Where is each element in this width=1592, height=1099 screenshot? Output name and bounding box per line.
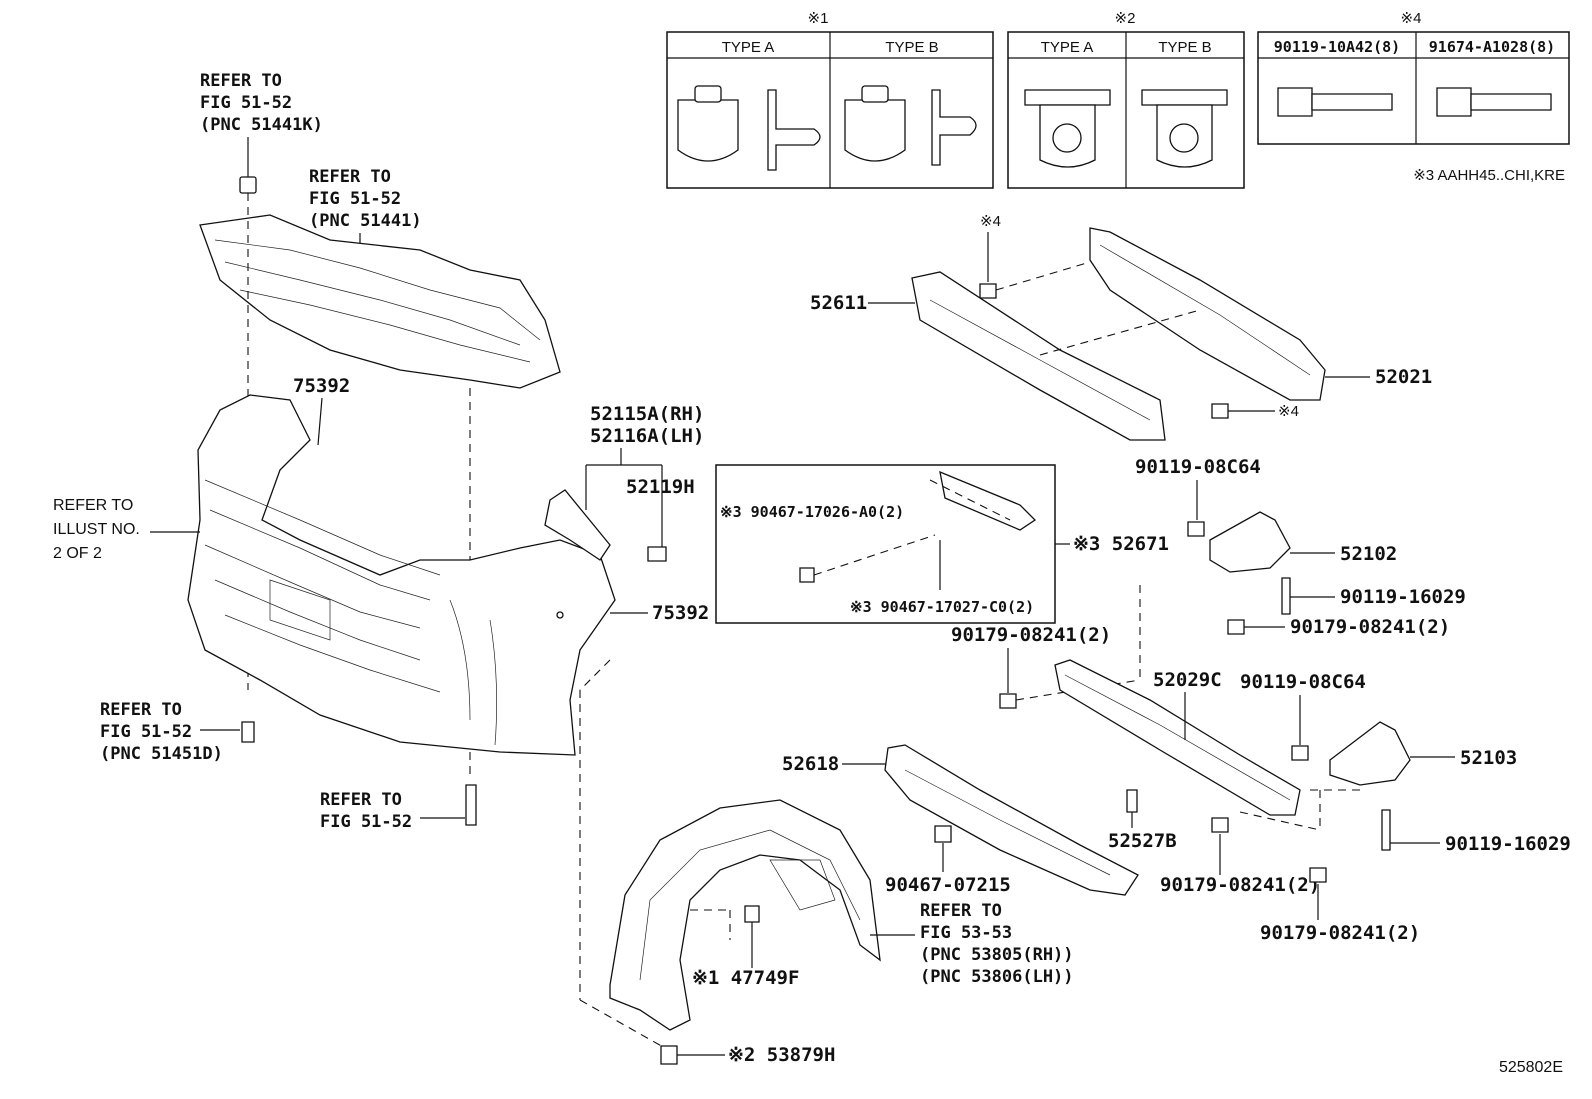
nut-90179-08241-b-icon	[999, 693, 1017, 709]
label-52671: ※3 52671	[1073, 533, 1169, 555]
label-52611: 52611	[810, 292, 867, 314]
legend-note1-mark: ※1	[808, 10, 829, 27]
ref-51441-l2: FIG 51-52	[309, 189, 401, 209]
nut-53879h-icon	[660, 1045, 678, 1065]
clip-type-a-drawing	[677, 99, 739, 162]
legend-note4-mark: ※4	[1401, 10, 1422, 27]
bolt-90119-08c64-a-icon	[1187, 521, 1205, 537]
label-90467-07215: 90467-07215	[885, 874, 1011, 896]
bolt-90119-08c64-b-icon	[1291, 745, 1309, 761]
label-90119-08c64-b: 90119-08C64	[1240, 671, 1366, 693]
nut-90179-08241-d-icon	[1309, 867, 1327, 883]
screw-90467-17026-icon	[799, 567, 815, 583]
ref-5152-l2: FIG 51-52	[320, 812, 412, 832]
legend-note1: ※1 TYPE A TYPE B	[666, 10, 994, 189]
ref-5353-l3: (PNC 53805(RH))	[920, 945, 1074, 965]
screw-51451d-icon	[241, 721, 255, 743]
ref-51441-l3: (PNC 51441)	[309, 211, 422, 231]
ref-51451d-l3: (PNC 51451D)	[100, 744, 223, 764]
legend-note2-type-a: TYPE A	[1041, 39, 1094, 56]
bolt-a-drawing	[1277, 87, 1313, 117]
ref-51451d-l1: REFER TO	[100, 700, 182, 720]
label-52527b: 52527B	[1108, 830, 1177, 852]
label-52115a: 52115A(RH)	[590, 403, 704, 425]
nut-type-a-drawing	[1024, 89, 1111, 106]
label-47749f: ※1 47749F	[692, 967, 799, 989]
legend-note4: ※4 90119-10A42(8) 91674-A1028(8) ※3 AAHH…	[1257, 10, 1570, 184]
legend-note1-type-a: TYPE A	[722, 39, 775, 56]
ref-51441: REFER TO FIG 51-52 (PNC 51441)	[309, 167, 422, 268]
legend-note4-bolt-b: 91674-A1028(8)	[1429, 38, 1555, 56]
ref-5353-l4: (PNC 53806(LH))	[920, 967, 1074, 987]
legend-note4-bolt-a: 90119-10A42(8)	[1274, 38, 1400, 56]
ref-illust-l1: REFER TO	[53, 497, 133, 514]
legend-note1-type-b: TYPE B	[885, 39, 938, 56]
bumper-lower-reinforcement-52029c	[1054, 659, 1301, 816]
clip-51441k-icon	[239, 176, 257, 194]
nut-90179-08241-a-icon	[1227, 619, 1245, 635]
ref-5152-l1: REFER TO	[320, 790, 402, 810]
ref-illust-l3: 2 OF 2	[53, 545, 102, 562]
label-90179-08241-d: 90179-08241(2)	[1260, 922, 1420, 944]
lower-absorber-52618	[884, 744, 1139, 896]
label-star4-top: ※4	[980, 213, 1001, 230]
label-75392-right: 75392	[652, 602, 709, 624]
label-90119-16029-b: 90119-16029	[1445, 833, 1571, 855]
bolt-90119-16029-a-icon	[1281, 577, 1291, 615]
label-90179-08241-c: 90179-08241(2)	[1160, 874, 1320, 896]
label-52618: 52618	[782, 753, 839, 775]
screw-52119h-icon	[647, 546, 667, 562]
clip-5152-icon	[465, 784, 477, 826]
bolt-star4-top-icon	[979, 283, 997, 299]
bracket-52103	[1329, 721, 1411, 786]
label-90119-16029-a: 90119-16029	[1340, 586, 1466, 608]
ref-5353-l2: FIG 53-53	[920, 923, 1012, 943]
bracket-52102	[1209, 511, 1291, 573]
label-52119h: 52119H	[626, 476, 695, 498]
clip-type-b-drawing	[844, 99, 906, 162]
energy-absorber-52611	[911, 271, 1166, 441]
legend-note2: ※2 TYPE A TYPE B	[1007, 10, 1245, 189]
label-52029c: 52029C	[1153, 669, 1222, 691]
legend-note2-type-b: TYPE B	[1158, 39, 1211, 56]
figure-id: 525802E	[1499, 1059, 1563, 1076]
bolt-90119-16029-b-icon	[1381, 809, 1391, 851]
clip-90467-07215-icon	[934, 825, 952, 843]
ref-51441k-l1: REFER TO	[200, 71, 282, 91]
ref-5353-l1: REFER TO	[920, 901, 1002, 921]
ref-51441k: REFER TO FIG 51-52 (PNC 51441K)	[200, 71, 323, 194]
label-star4-bottom: ※4	[1278, 403, 1299, 420]
clip-47749f-icon	[744, 905, 760, 923]
bumper-retainer-52671	[939, 470, 1037, 531]
nut-type-b-drawing	[1141, 89, 1228, 106]
label-90119-08c64-a: 90119-08C64	[1135, 456, 1261, 478]
label-90467-17026: ※3 90467-17026-A0(2)	[720, 503, 904, 521]
front-bumper-cover	[187, 394, 616, 756]
bolt-star4-bottom-icon	[1211, 403, 1229, 419]
label-75392-top: 75392	[293, 375, 350, 397]
clip-52527b-icon	[1126, 789, 1138, 813]
label-52103: 52103	[1460, 747, 1517, 769]
fender-liner	[609, 799, 881, 1031]
label-90179-08241-a: 90179-08241(2)	[1290, 616, 1450, 638]
nut-90179-08241-c-icon	[1211, 817, 1229, 833]
label-52116a: 52116A(LH)	[590, 425, 704, 447]
bolt-b-drawing	[1436, 87, 1472, 117]
bumper-side-bracket	[544, 489, 611, 561]
legend-note3: ※3 AAHH45..CHI,KRE	[1413, 167, 1565, 184]
ref-illust-l2: ILLUST NO.	[53, 521, 140, 538]
ref-51441k-l2: FIG 51-52	[200, 93, 292, 113]
engine-under-cover	[199, 214, 561, 389]
legend-note2-mark: ※2	[1115, 10, 1136, 27]
ref-51451d-l2: FIG 51-52	[100, 722, 192, 742]
label-52021: 52021	[1375, 366, 1432, 388]
label-90467-17027: ※3 90467-17027-C0(2)	[850, 598, 1034, 616]
label-90179-08241-b: 90179-08241(2)	[951, 624, 1111, 646]
ref-51441-l1: REFER TO	[309, 167, 391, 187]
ref-51441k-l3: (PNC 51441K)	[200, 115, 323, 135]
label-53879h: ※2 53879H	[728, 1044, 835, 1066]
label-52102: 52102	[1340, 543, 1397, 565]
bumper-reinforcement-52021	[1089, 227, 1326, 401]
